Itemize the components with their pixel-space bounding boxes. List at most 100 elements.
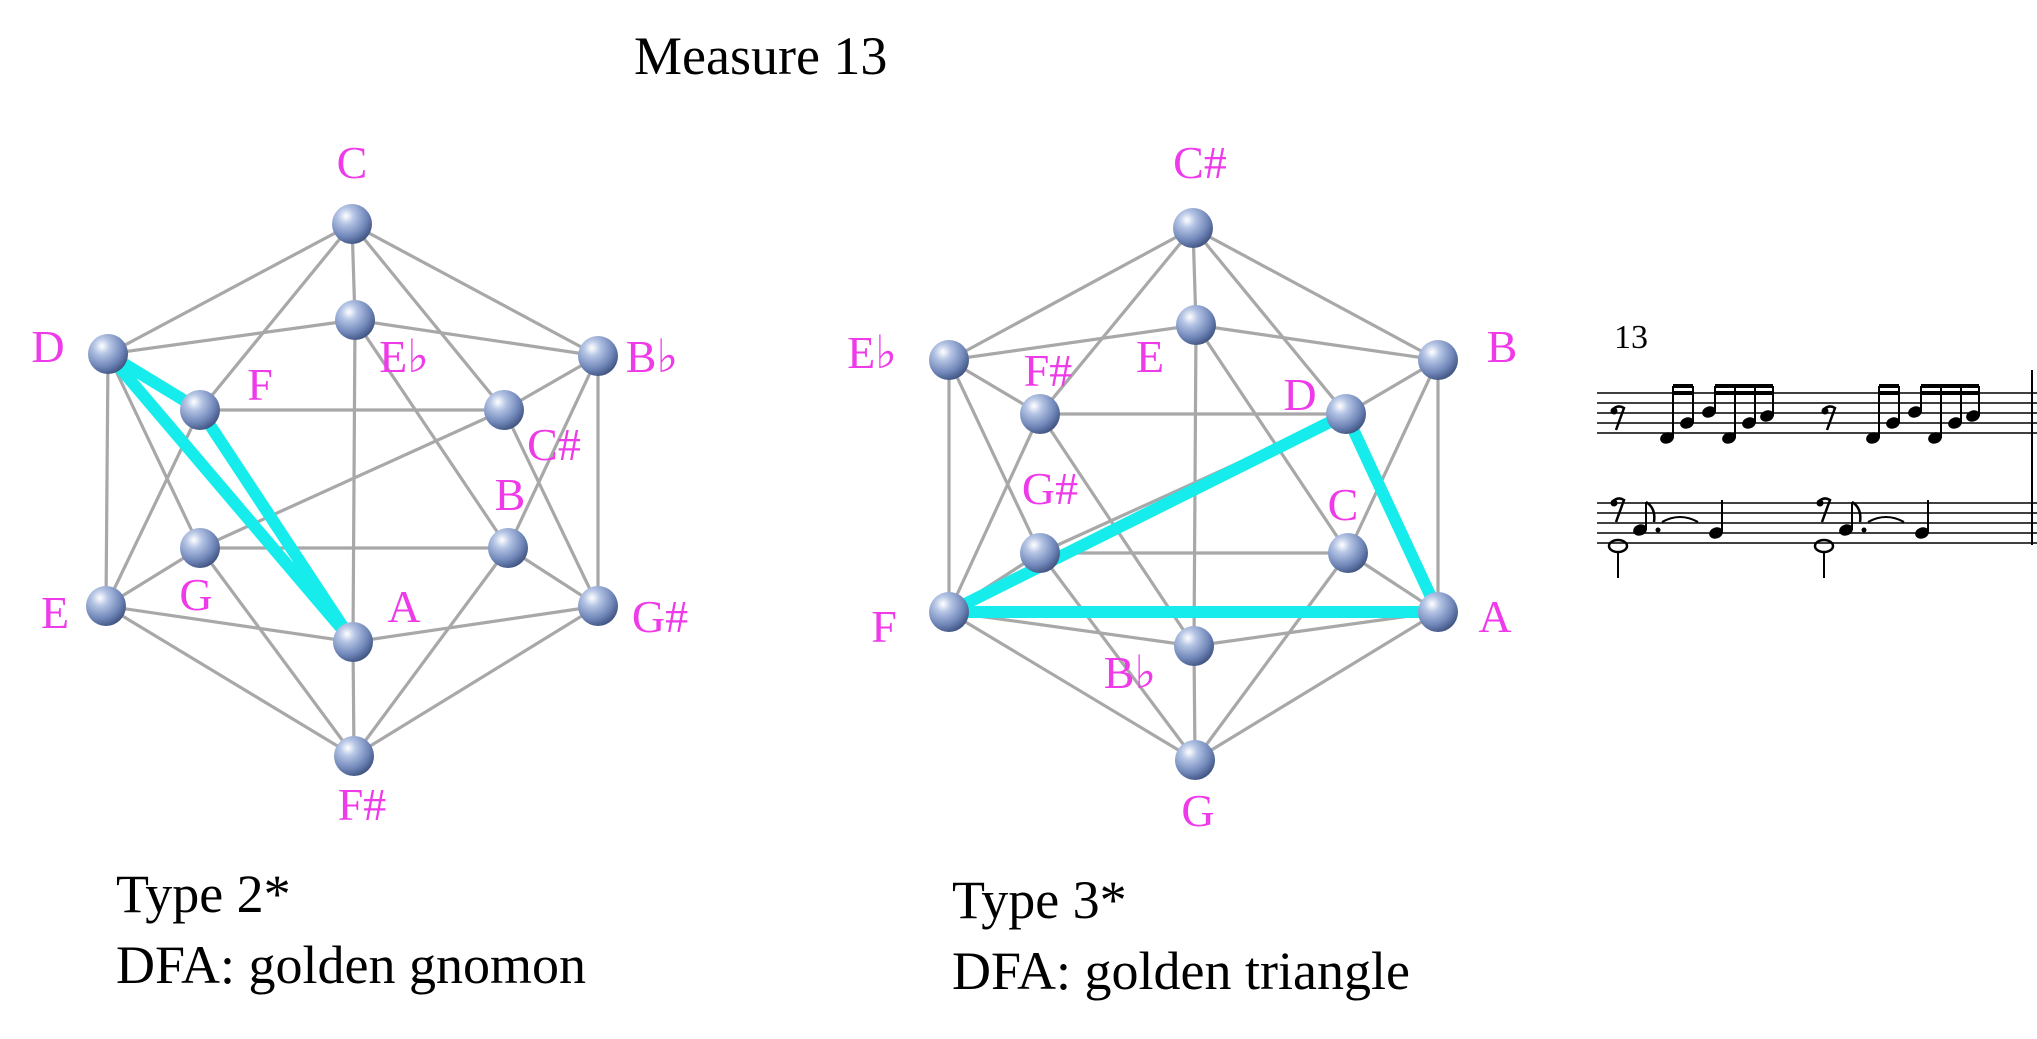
vertex-ball [1418, 592, 1458, 632]
vertex-label: B♭ [1104, 647, 1156, 698]
lower-staff [1597, 502, 2037, 544]
edge-line [353, 604, 599, 758]
edge-line [352, 604, 599, 644]
edge-group [947, 226, 1440, 762]
edge-line [351, 319, 357, 643]
vertex-label: F [871, 601, 897, 652]
edge-line [1346, 359, 1440, 554]
edge-line [107, 222, 353, 356]
vertex-ball [578, 586, 618, 626]
edge-line [1191, 226, 1348, 416]
vertex-group [929, 208, 1458, 780]
highlight-triangle-path [103, 348, 359, 646]
vertex-ball [929, 340, 969, 380]
vertex-label: G# [632, 591, 688, 642]
vertex-ball [86, 586, 126, 626]
vertex-label: F# [1024, 345, 1073, 396]
right-type-label: Type 3* [952, 870, 1127, 930]
vertex-ball [332, 204, 372, 244]
vertex-label: G [1181, 785, 1214, 836]
vertex-ball [1020, 394, 1060, 434]
vertex-ball [1176, 305, 1216, 345]
vertex-ball [484, 390, 524, 430]
note-head [1928, 432, 1942, 444]
edge-line [351, 222, 599, 358]
note-head [1915, 527, 1929, 539]
vertex-ball [180, 528, 220, 568]
left-dfa-label: DFA: golden gnomon [116, 935, 586, 995]
vertex-ball [88, 334, 128, 374]
vertex-label: C [337, 137, 368, 188]
vertex-label: E [41, 587, 69, 638]
edge-line [352, 547, 510, 757]
note-head [1660, 432, 1674, 444]
note-head [1760, 410, 1774, 422]
highlight-triangle [103, 348, 359, 646]
edge-line [948, 226, 1194, 362]
edge-line [948, 610, 1196, 762]
vertex-ball [1020, 533, 1060, 573]
edge-line [1192, 226, 1439, 362]
vertex-ball [334, 736, 374, 776]
vertex-label: A [1478, 591, 1511, 642]
note-head [1633, 524, 1647, 536]
vertex-label: B [495, 469, 526, 520]
edge-line [948, 323, 1197, 362]
note-head [1948, 417, 1962, 429]
vertex-ball [1328, 533, 1368, 573]
vertex-label: G [179, 569, 212, 620]
measure-number: 13 [1614, 319, 1648, 356]
vertex-ball [180, 390, 220, 430]
highlight-triangle-path [946, 405, 1448, 618]
vertex-ball [1173, 208, 1213, 248]
vertex-label: G# [1022, 463, 1078, 514]
edge-line [947, 359, 1042, 554]
vertex-ball [488, 528, 528, 568]
vertex-ball [335, 300, 375, 340]
edge-line [198, 222, 354, 412]
edge-line [353, 319, 510, 549]
vertex-label: C# [1173, 137, 1227, 188]
edge-line [947, 413, 1042, 613]
edge-line [1194, 610, 1439, 762]
edge-line [107, 318, 356, 356]
note-head [1680, 417, 1694, 429]
vertex-label: E♭ [847, 327, 897, 378]
vertex-label: C [1328, 479, 1359, 530]
edge-line [502, 409, 600, 607]
edge-line [106, 353, 202, 549]
note-head [1966, 410, 1980, 422]
lower-notes [1607, 497, 1929, 578]
note-head [1709, 527, 1723, 539]
vertex-label: D [1283, 369, 1316, 420]
left-type-label: Type 2* [116, 864, 291, 924]
edge-line [354, 318, 599, 358]
vertex-ball [578, 336, 618, 376]
vertex-label: D [31, 321, 64, 372]
note-head [1722, 432, 1736, 444]
note-head [1886, 417, 1900, 429]
vertex-label: C# [527, 419, 581, 470]
upper-notes [1610, 384, 1980, 444]
edge-line [1194, 324, 1350, 554]
right-dfa-label: DFA: golden triangle [952, 941, 1410, 1001]
edge-line [105, 604, 355, 758]
edge-line [1195, 323, 1439, 362]
vertex-ball [1174, 626, 1214, 666]
vertex-ball [1326, 394, 1366, 434]
edge-line [1038, 226, 1195, 416]
note-head [1866, 432, 1880, 444]
note-head [1702, 406, 1716, 418]
half-note [1813, 538, 1835, 554]
vertex-group [86, 204, 618, 776]
edge-line [104, 353, 110, 607]
page-title: Measure 13 [634, 26, 887, 86]
edge-line [105, 604, 354, 644]
vertex-ball [1418, 340, 1458, 380]
vertex-label: F [247, 359, 273, 410]
